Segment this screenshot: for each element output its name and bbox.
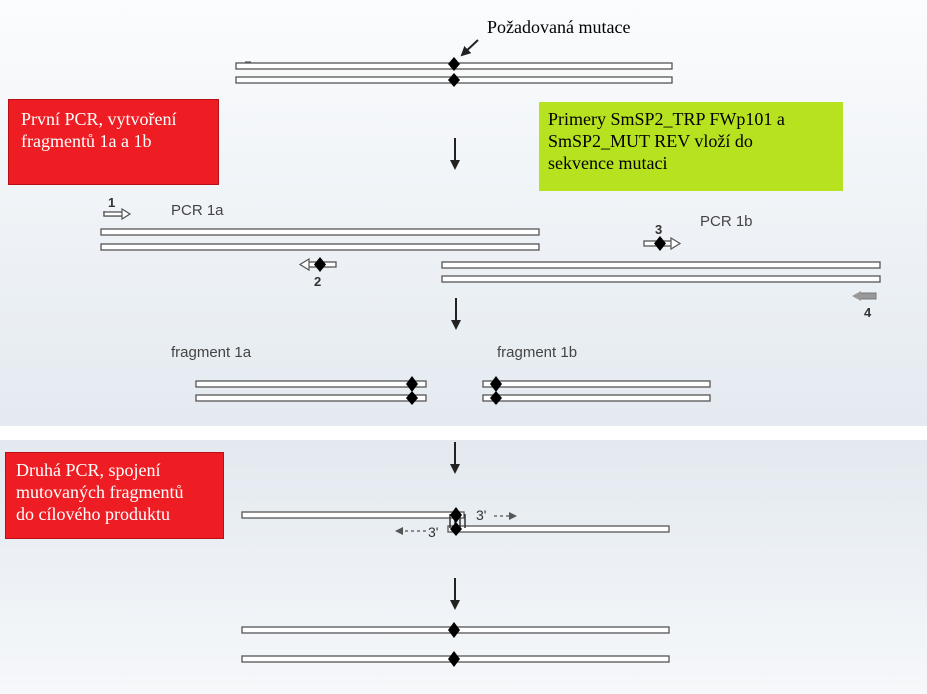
- primer-3-number: 3: [655, 222, 663, 237]
- second-pcr-line: mutovaných fragmentů: [16, 482, 184, 502]
- fragment-1b-label: fragment 1b: [497, 344, 578, 361]
- second-pcr-line: Druhá PCR, spojení: [16, 460, 161, 480]
- final-mutation: [448, 622, 460, 638]
- primer-3-mutation: [654, 236, 666, 251]
- mutation-marker: [448, 73, 460, 87]
- overlap-mutation: [450, 507, 462, 523]
- second-pcr-box: Druhá PCR, spojení mutovaných fragmentů …: [5, 452, 224, 539]
- final-mutation: [448, 651, 460, 667]
- fragment-1b-mutation: [490, 391, 502, 405]
- primer-2-mutation: [314, 257, 326, 272]
- pcr-1a-reaction: [100, 207, 540, 272]
- upper-panel-background: [0, 0, 927, 426]
- pcr-1b-label: PCR 1b: [700, 213, 753, 230]
- panel-separator: [0, 426, 927, 440]
- primer-1-number: 1: [108, 195, 116, 210]
- pcr-1b-reaction: [441, 236, 881, 301]
- mutation-label: Požadovaná mutace: [487, 17, 631, 37]
- three-prime-end-right: 3': [476, 507, 487, 523]
- template-dna: [235, 57, 673, 87]
- primer-4-number: 4: [864, 305, 872, 320]
- overlap-strand-right: [447, 525, 670, 533]
- pcr-1a-strand-top: [100, 228, 540, 236]
- primer-2-number: 2: [314, 274, 322, 289]
- fragment-1b-dna: [482, 376, 711, 405]
- primer-1-arrow: [103, 211, 125, 217]
- fragment-1b-mutation: [490, 376, 502, 392]
- fragment-1a-mutation: [406, 391, 418, 405]
- second-pcr-line: do cílového produktu: [16, 504, 170, 524]
- pcr-1b-strand-bottom: [441, 275, 881, 283]
- primers-line: Primery SmSP2_TRP FWp101 a: [548, 109, 785, 129]
- primer-4-arrow: [859, 292, 877, 300]
- mutation-marker: [448, 57, 460, 71]
- pcr-1a-label: PCR 1a: [171, 202, 224, 219]
- fragment-1a-dna: [195, 376, 427, 405]
- primers-box: Primery SmSP2_TRP FWp101 a SmSP2_MUT REV…: [539, 102, 843, 191]
- pcr-1a-strand-bottom: [100, 243, 540, 251]
- overlap-mutation: [450, 522, 462, 536]
- first-pcr-line: První PCR, vytvoření: [21, 109, 177, 129]
- mutation-pointer-arrow: [460, 39, 479, 57]
- first-pcr-box: První PCR, vytvoření fragmentů 1a a 1b: [8, 99, 219, 185]
- fragment-1a-mutation: [406, 376, 418, 392]
- fragment-1a-label: fragment 1a: [171, 344, 252, 361]
- overlap-strand-left: [241, 511, 465, 519]
- first-pcr-line: fragmentů 1a a 1b: [21, 131, 152, 151]
- overlap-extension: [241, 507, 670, 536]
- three-prime-end-left: 3': [428, 524, 439, 540]
- pcr-1b-strand-top: [441, 261, 881, 269]
- primers-line: sekvence mutaci: [548, 153, 668, 173]
- final-product-dna: [241, 622, 670, 667]
- primers-line: SmSP2_MUT REV vloží do: [548, 131, 753, 151]
